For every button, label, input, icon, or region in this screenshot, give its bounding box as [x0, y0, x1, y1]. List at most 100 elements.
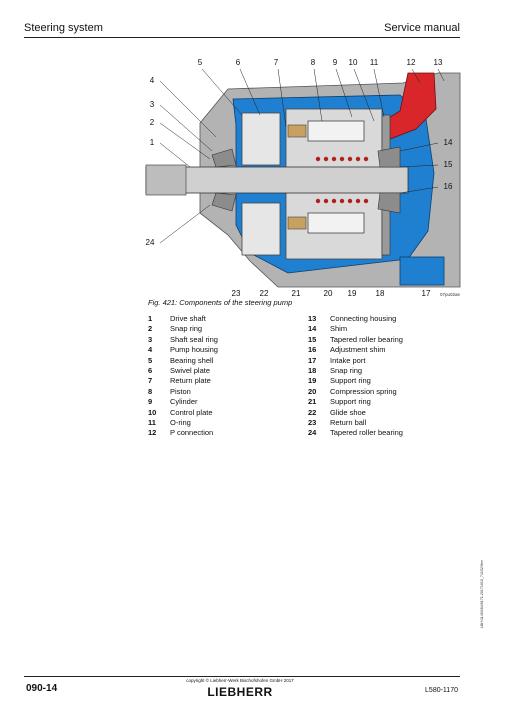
- legend-label: Support ring: [330, 397, 371, 407]
- compression-spring: [315, 156, 369, 204]
- drive-shaft-shape: [145, 166, 409, 194]
- callout-23: 23: [232, 289, 241, 298]
- legend-label: Cylinder: [170, 397, 198, 407]
- legend-label: Support ring: [330, 376, 371, 386]
- callout-21: 21: [292, 289, 301, 298]
- glide-shoe-upper-shape: [287, 124, 307, 138]
- figure-caption: Fig. 421: Components of the steering pum…: [148, 298, 293, 307]
- callout-3: 3: [150, 100, 155, 109]
- legend-label: Tapered roller bearing: [330, 334, 403, 344]
- manual-title: Service manual: [384, 22, 460, 34]
- steering-pump-figure: 5 6 7 8 9 10 11 12 13 4 3 2 1 24 14 15 1…: [138, 55, 463, 300]
- legend-item: 12 P connection: [148, 428, 298, 438]
- legend-label: Snap ring: [330, 365, 363, 375]
- legend-label: Glide shoe: [330, 407, 366, 417]
- legend-item: 9 Cylinder: [148, 397, 298, 407]
- legend-number: 18: [308, 365, 317, 375]
- legend-number: 17: [308, 355, 317, 365]
- document-code: L580-1170: [425, 687, 458, 694]
- glide-shoe-lower-shape: [287, 216, 307, 230]
- legend-label: Control plate: [170, 407, 213, 417]
- legend-number: 21: [308, 397, 317, 407]
- legend-label: Return ball: [330, 417, 367, 427]
- legend-item: 22 Glide shoe: [308, 408, 458, 418]
- legend-number: 20: [308, 386, 317, 396]
- piston-upper-shape: [307, 120, 365, 142]
- document-id-vertical: LBH/11463/84/6171-20171010_74152/9en: [480, 510, 488, 630]
- legend-item: 17 Intake port: [308, 356, 458, 366]
- legend-number: 7: [148, 376, 153, 386]
- legend-item: 13 Connecting housing: [308, 314, 458, 324]
- spline-shape: [145, 164, 187, 196]
- legend-number: 13: [308, 314, 317, 323]
- steering-pump-cutaway: 5 6 7 8 9 10 11 12 13 4 3 2 1 24 14 15 1…: [145, 58, 461, 298]
- callout-8: 8: [311, 58, 316, 67]
- legend-label: Shaft seal ring: [170, 334, 218, 344]
- piston-lower-shape: [307, 212, 365, 234]
- legend-item: 18 Snap ring: [308, 366, 458, 376]
- callout-5: 5: [198, 58, 203, 67]
- callout-4: 4: [150, 76, 155, 85]
- swivel-plate-lower-shape: [241, 202, 281, 256]
- callout-10: 10: [349, 58, 358, 67]
- callout-18: 18: [376, 289, 385, 298]
- image-code: 07pu02ae: [440, 292, 461, 297]
- legend-label: Drive shaft: [170, 314, 206, 323]
- callout-16: 16: [444, 182, 453, 191]
- legend-number: 3: [148, 334, 153, 344]
- legend-label: P connection: [170, 428, 214, 438]
- legend-label: Swivel plate: [170, 365, 211, 375]
- legend-number: 22: [308, 407, 317, 417]
- legend-label: Shim: [330, 324, 348, 334]
- callout-12: 12: [407, 58, 416, 67]
- footer-divider: [24, 676, 460, 677]
- legend-number: 23: [308, 417, 317, 427]
- legend-label: Bearing shell: [170, 355, 214, 365]
- legend-label: O-ring: [170, 417, 191, 427]
- legend-label: Connecting housing: [330, 314, 397, 323]
- header-divider: [24, 37, 460, 38]
- legend-number: 12: [148, 428, 157, 438]
- section-title: Steering system: [24, 22, 103, 34]
- legend-item: 19 Support ring: [308, 376, 458, 386]
- callout-6: 6: [236, 58, 241, 67]
- legend-item: 20 Compression spring: [308, 387, 458, 397]
- legend-label: Piston: [170, 386, 191, 396]
- legend-item: 23 Return ball: [308, 418, 458, 428]
- legend-number: 19: [308, 376, 317, 386]
- legend-item: 10 Control plate: [148, 408, 298, 418]
- callout-17: 17: [422, 289, 431, 298]
- legend-number: 6: [148, 365, 153, 375]
- legend-number: 11: [148, 417, 156, 427]
- callout-22: 22: [260, 289, 269, 298]
- legend-number: 14: [308, 324, 317, 334]
- legend-number: 5: [148, 355, 153, 365]
- legend-label: Snap ring: [170, 324, 203, 334]
- legend-label: Compression spring: [330, 386, 397, 396]
- legend-label: Return plate: [170, 376, 211, 386]
- legend-label: Tapered roller bearing: [330, 428, 403, 438]
- legend-item: 8 Piston: [148, 387, 298, 397]
- legend-number: 10: [148, 407, 157, 417]
- callout-13: 13: [434, 58, 443, 67]
- legend-number: 8: [148, 386, 153, 396]
- callout-2: 2: [150, 118, 155, 127]
- callout-20: 20: [324, 289, 333, 298]
- legend-number: 9: [148, 397, 153, 407]
- legend-label: Intake port: [330, 355, 366, 365]
- legend-item: 5 Bearing shell: [148, 356, 298, 366]
- legend-item: 7 Return plate: [148, 376, 298, 386]
- document-id-text: LBH/11463/84/6171-20171010_74152/9en: [480, 560, 484, 628]
- left-bearing-lower-shape: [211, 192, 237, 212]
- callout-15: 15: [444, 160, 453, 169]
- legend-item: 3 Shaft seal ring: [148, 335, 298, 345]
- callout-9: 9: [333, 58, 338, 67]
- legend-item: 14 Shim: [308, 324, 458, 334]
- page-number: 090-14: [26, 683, 58, 694]
- left-bearing-upper-shape: [211, 148, 237, 168]
